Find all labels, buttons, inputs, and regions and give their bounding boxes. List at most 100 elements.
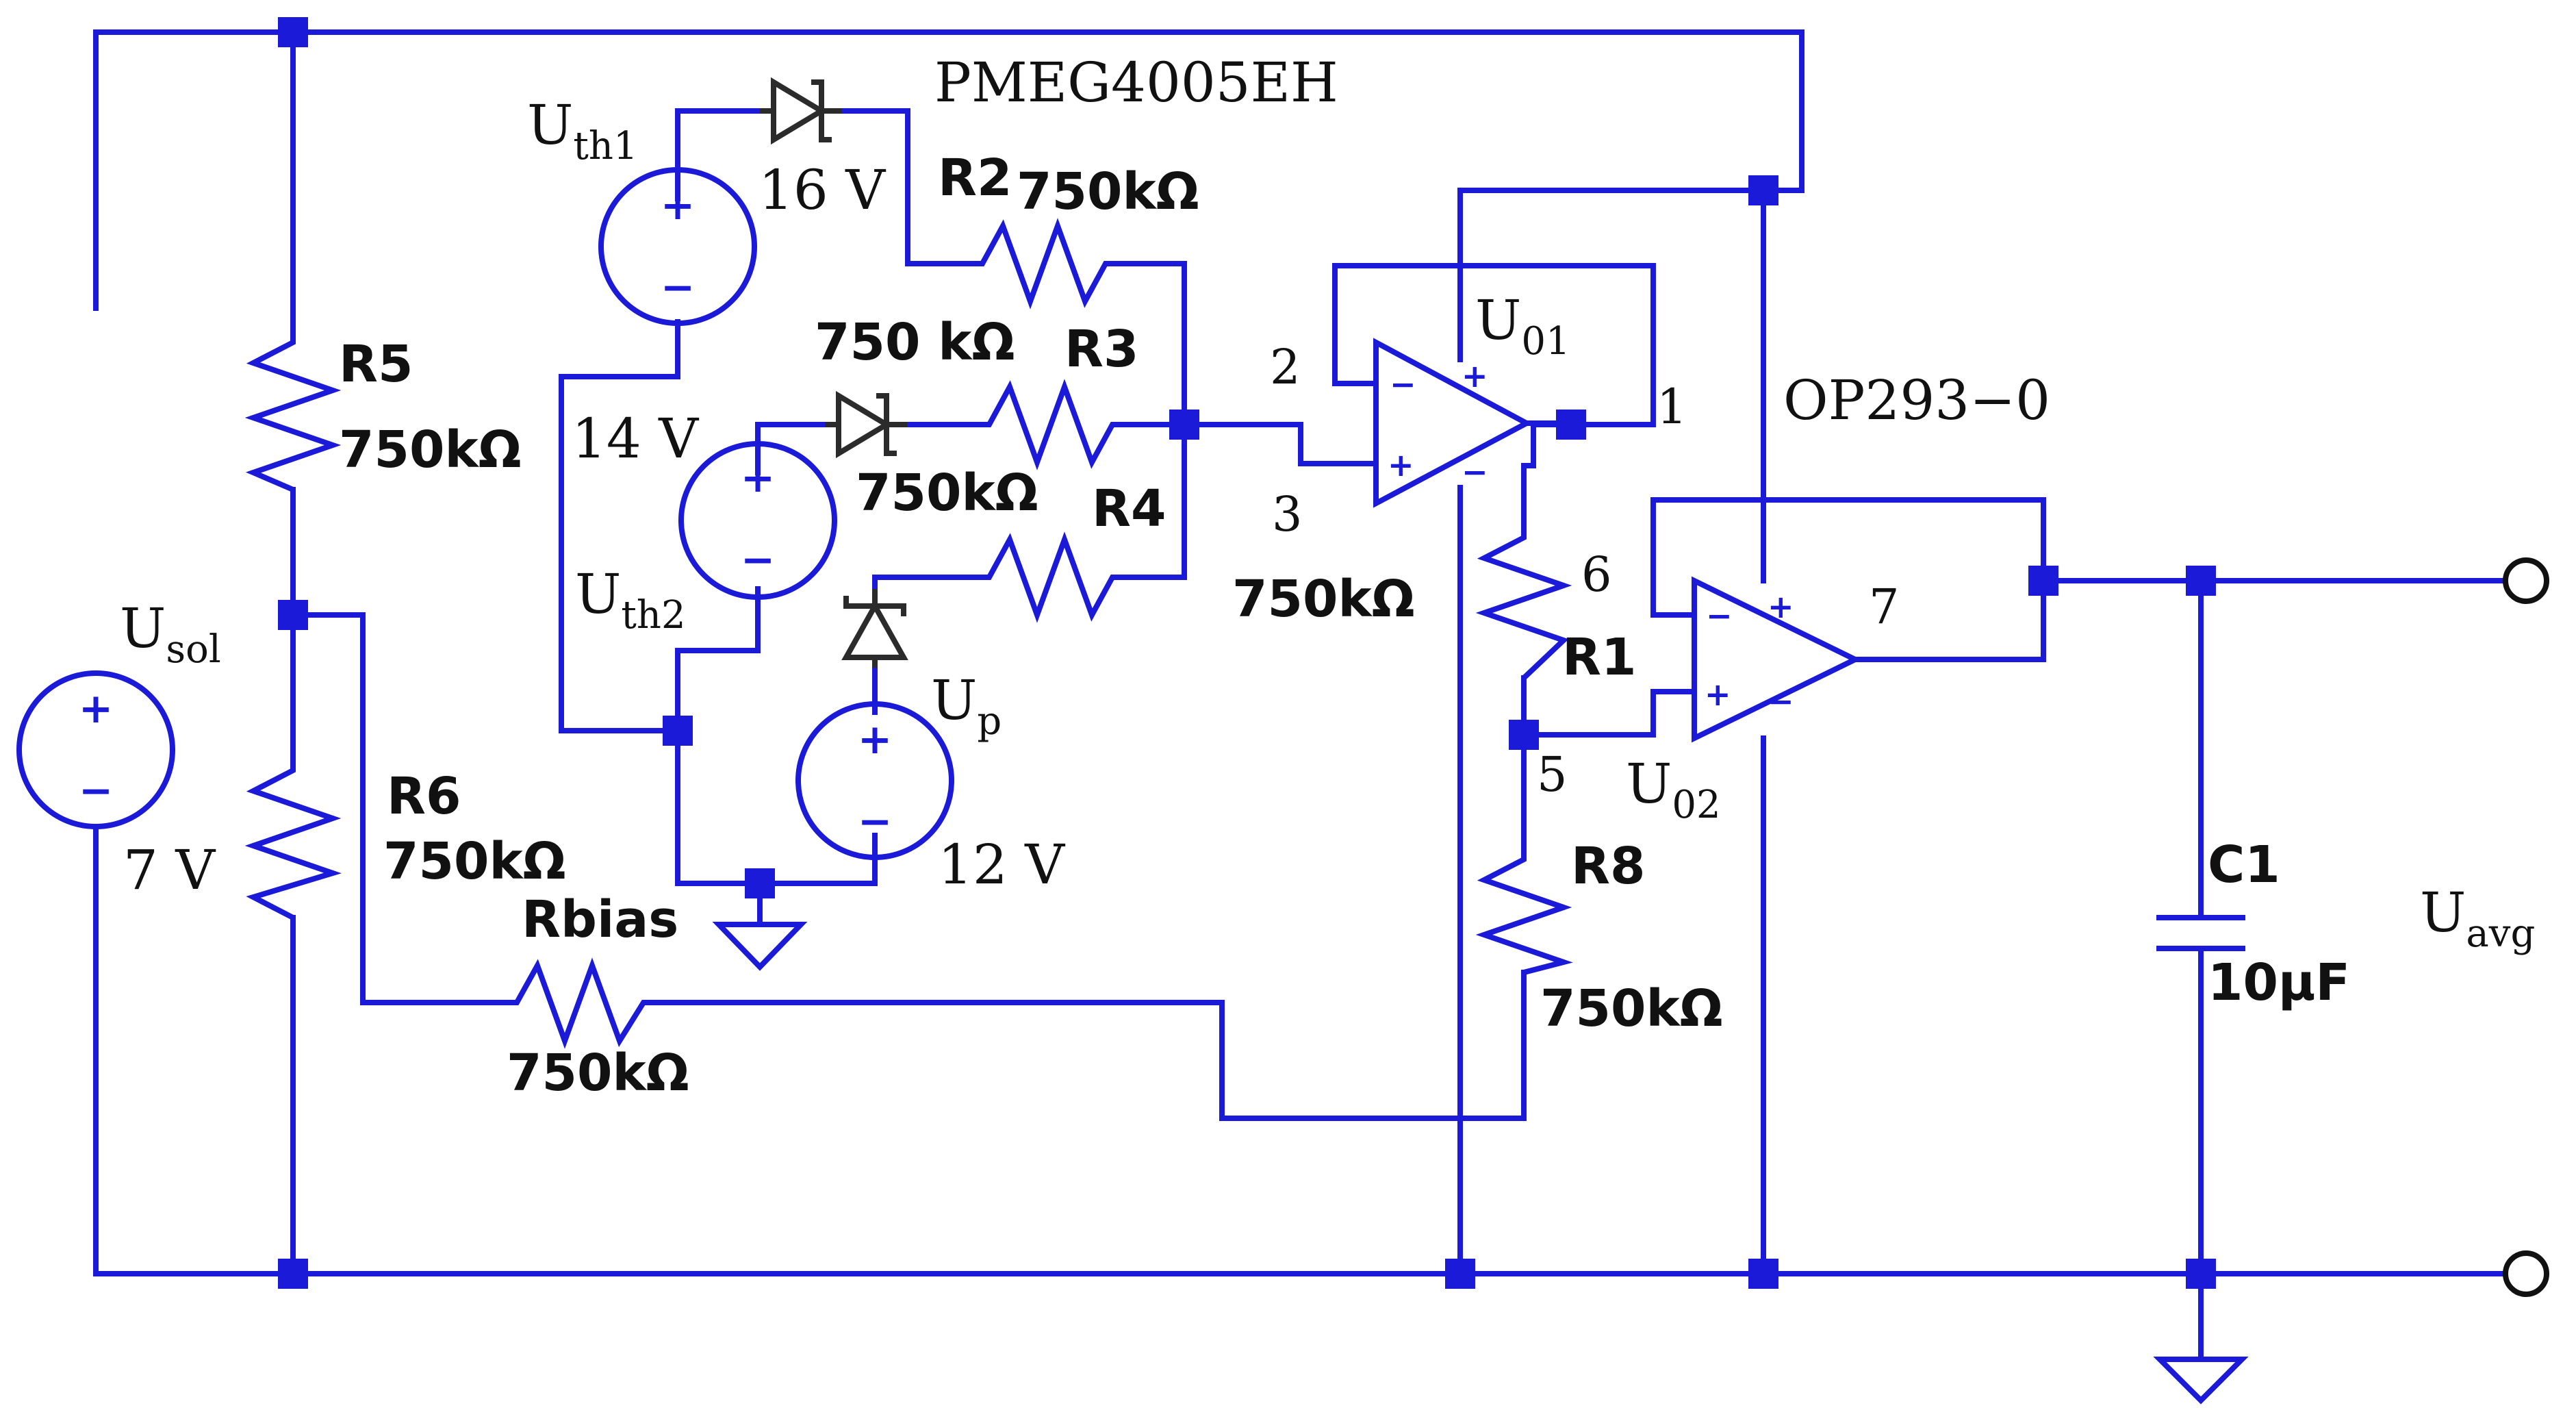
- wire-uth2-down: [675, 586, 763, 886]
- label-usol-value: 7 V: [123, 838, 216, 902]
- u01-inv-sign: −: [1390, 366, 1416, 403]
- u02-inv-sign: −: [1706, 597, 1733, 634]
- junctions: [278, 17, 2216, 1289]
- diodes: [760, 77, 908, 668]
- source-up-plus: +: [858, 716, 892, 764]
- resistor-r3: [972, 379, 1123, 470]
- diode-d1: [760, 77, 842, 145]
- wire-up-gnd: [757, 833, 878, 886]
- wires: [93, 29, 2505, 1362]
- labels: PMEG4005EH Uth1 16 V R2 750kΩ 750 kΩ R3 …: [120, 51, 2535, 1103]
- label-uth2: Uth2: [575, 562, 686, 638]
- voltage-sources: + − + − + − + −: [16, 167, 954, 860]
- opamp-u02: [1692, 576, 1862, 743]
- label-r4-name: R4: [1092, 479, 1166, 538]
- pin-1: 1: [1657, 379, 1687, 435]
- label-u02: U02: [1626, 752, 1721, 827]
- resistors: [244, 218, 1573, 1049]
- source-uth2: [678, 441, 837, 600]
- wire-u01-feedback: [1332, 263, 1656, 427]
- wire-node-u01-plus: [1182, 422, 1379, 466]
- resistor-r5: [244, 322, 342, 492]
- pin-7: 7: [1869, 579, 1900, 635]
- wire-rbias-r8: [658, 970, 1527, 1121]
- ground-symbol-left: [712, 922, 808, 971]
- wire-mid-rbias: [290, 612, 506, 1005]
- label-opamp-part: OP293−0: [1783, 368, 2050, 432]
- label-r1-value-left: 750kΩ: [1232, 570, 1415, 629]
- label-c1-name: C1: [2208, 835, 2280, 894]
- label-r8-name: R8: [1571, 837, 1645, 896]
- pin-2: 2: [1270, 339, 1301, 395]
- pin-3: 3: [1272, 486, 1303, 542]
- grounds: [712, 922, 2249, 1405]
- label-diode-part: PMEG4005EH: [934, 51, 1338, 114]
- u01-vplus-sign: +: [1462, 357, 1488, 394]
- capacitor-c1: [2156, 915, 2245, 951]
- wire-node-u02-plus: [1521, 689, 1697, 738]
- source-usol: [16, 670, 175, 829]
- label-rbias-name: Rbias: [522, 890, 678, 949]
- label-r5-name: R5: [339, 335, 413, 394]
- label-r4-value: 750kΩ: [856, 464, 1038, 523]
- label-up: Up: [931, 668, 1002, 744]
- resistor-r8: [1475, 842, 1573, 975]
- label-r1-name: R1: [1562, 628, 1636, 687]
- source-up: [795, 701, 954, 860]
- label-r2-name: R2: [938, 149, 1012, 207]
- wire-u01-vplus: [1457, 188, 1766, 362]
- source-uth1-plus: +: [661, 181, 695, 229]
- label-usol: Usol: [120, 596, 221, 672]
- u02-vminus-sign: −: [1768, 683, 1794, 720]
- source-up-minus: −: [858, 798, 892, 846]
- label-r5-value: 750kΩ: [339, 420, 522, 479]
- output-terminals: [2503, 557, 2549, 1297]
- label-uth1: Uth1: [527, 93, 638, 168]
- wire-r4-d3: [872, 575, 975, 592]
- wire-r2-node: [1120, 261, 1187, 427]
- resistor-r1: [1475, 520, 1572, 680]
- label-r6-value: 750kΩ: [383, 832, 566, 891]
- opamps: − + + − − + + −: [1373, 338, 1862, 743]
- diode-d3: [841, 589, 908, 668]
- resistor-r2: [965, 218, 1123, 310]
- pin-5: 5: [1537, 746, 1568, 803]
- source-uth2-plus: +: [741, 454, 775, 502]
- wire-node-r4: [1120, 422, 1187, 580]
- diode-d2: [825, 390, 907, 459]
- wire-d1-r2: [839, 108, 968, 266]
- source-usol-plus: +: [79, 685, 113, 733]
- label-uth1-value: 16 V: [758, 158, 886, 222]
- label-u01: U01: [1475, 288, 1570, 364]
- u02-noninv-sign: +: [1705, 676, 1731, 713]
- terminal-out-bottom: [2503, 1250, 2549, 1297]
- label-rbias-value: 750kΩ: [507, 1044, 689, 1103]
- u01-noninv-sign: +: [1388, 446, 1414, 483]
- resistor-r6: [244, 750, 342, 920]
- label-r8-value: 750kΩ: [1540, 979, 1723, 1038]
- label-uth2-value: 14 V: [572, 407, 699, 470]
- wire-uth1-to-gnd-node: [559, 319, 680, 733]
- label-r3-value: 750 kΩ: [815, 313, 1015, 372]
- terminal-out-top: [2503, 557, 2549, 604]
- wire-u02-out: [1852, 578, 2505, 662]
- u01-vminus-sign: −: [1462, 453, 1488, 490]
- source-uth1-minus: −: [661, 264, 695, 312]
- resistor-rbias: [503, 957, 661, 1049]
- label-r2-value: 750kΩ: [1017, 162, 1199, 221]
- label-c1-value: 10μF: [2208, 953, 2350, 1012]
- ground-symbol-right: [2153, 1357, 2249, 1405]
- wire-uth2-diode: [755, 422, 828, 475]
- source-usol-minus: −: [79, 767, 113, 815]
- label-up-value: 12 V: [938, 833, 1065, 896]
- wire-top-rail: [93, 29, 1805, 311]
- resistor-r4: [972, 531, 1123, 623]
- source-uth2-minus: −: [741, 536, 775, 584]
- pin-6: 6: [1581, 546, 1612, 603]
- label-r3-name: R3: [1064, 320, 1138, 379]
- opamp-u01: [1373, 338, 1533, 508]
- label-output: Uavg: [2420, 881, 2535, 956]
- source-uth1: [598, 167, 757, 326]
- label-r6-name: R6: [387, 767, 461, 826]
